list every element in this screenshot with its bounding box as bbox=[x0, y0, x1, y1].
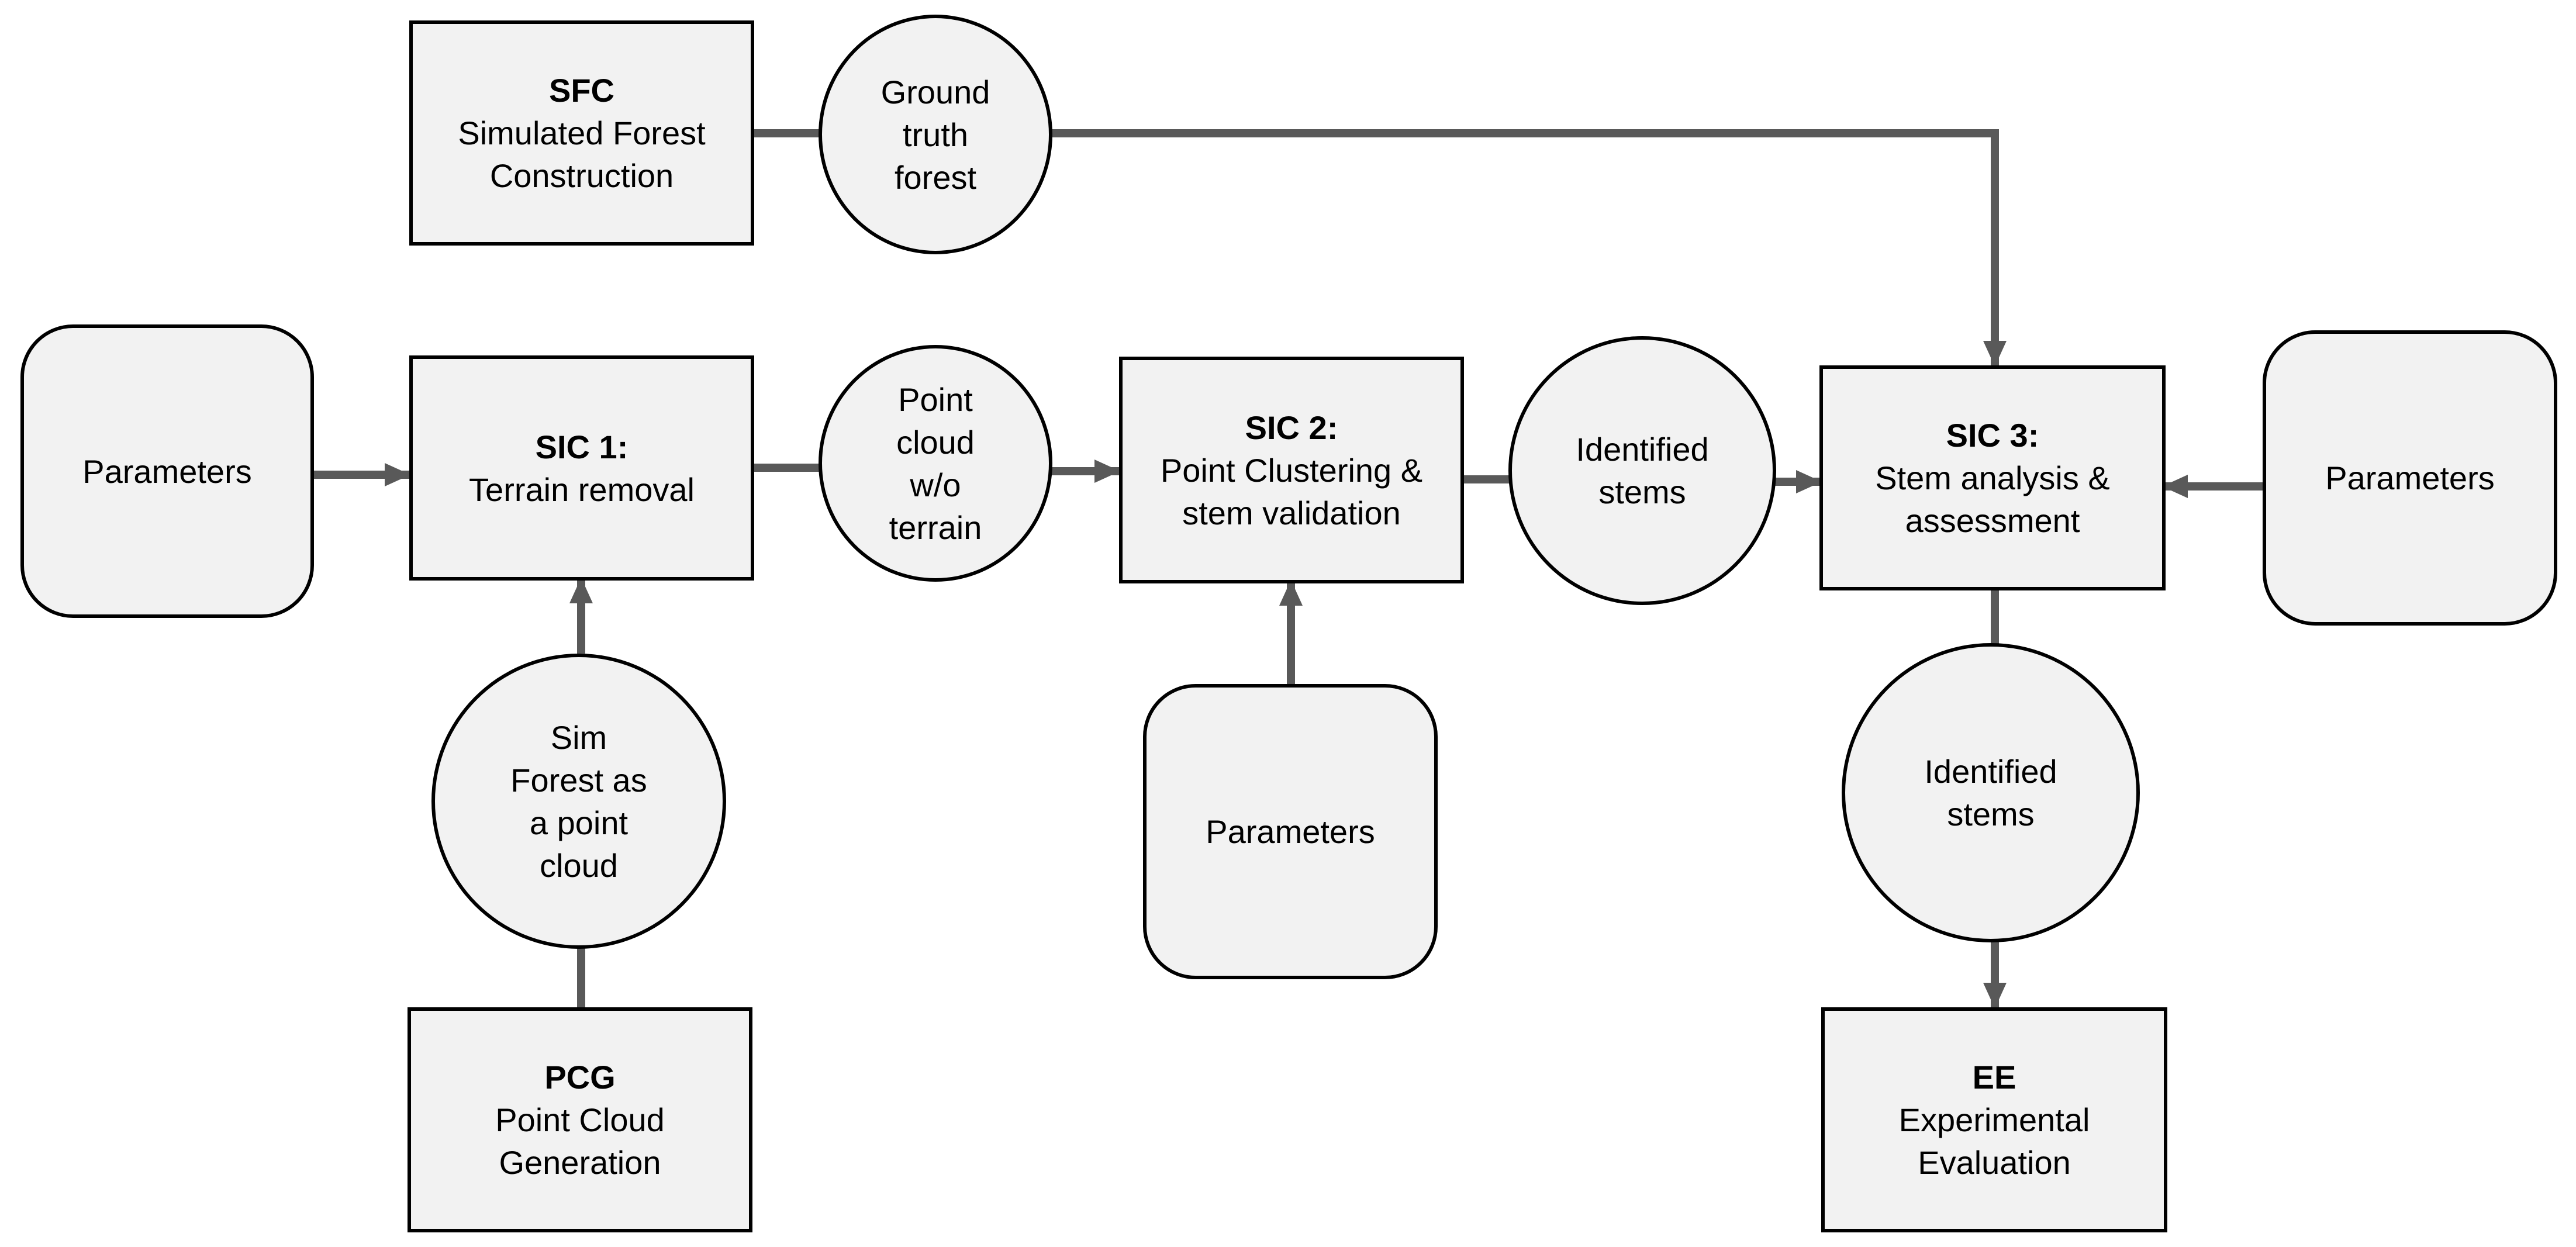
point-cloud-line2: cloud bbox=[896, 423, 975, 461]
sim-forest-line4: cloud bbox=[540, 847, 618, 884]
sic1-box: SIC 1: Terrain removal bbox=[409, 355, 754, 581]
sim-forest-circle: Sim Forest as a point cloud bbox=[431, 654, 726, 949]
sim-forest-line1: Sim bbox=[550, 719, 607, 756]
parameters-right-label: Parameters bbox=[2325, 460, 2495, 496]
sfc-line2: Construction bbox=[489, 157, 674, 194]
sic2-box: SIC 2: Point Clustering & stem validatio… bbox=[1119, 357, 1464, 583]
sic3-line1: Stem analysis & bbox=[1875, 460, 2110, 496]
identified-stems-circle-2: Identified stems bbox=[1842, 643, 2140, 942]
sfc-abbr: SFC bbox=[549, 72, 614, 109]
sic2-line2: stem validation bbox=[1182, 494, 1401, 531]
identified-stems-circle-1: Identified stems bbox=[1508, 336, 1776, 605]
sic2-line1: Point Clustering & bbox=[1160, 451, 1423, 489]
parameters-left-box: Parameters bbox=[20, 324, 314, 618]
ground-truth-line1: Ground bbox=[880, 73, 990, 110]
identified-stems-1-line1: Identified bbox=[1576, 431, 1709, 468]
sim-forest-line2: Forest as bbox=[510, 761, 647, 799]
pcg-line2: Generation bbox=[499, 1144, 661, 1181]
pcg-box: PCG Point Cloud Generation bbox=[408, 1007, 752, 1232]
pcg-line1: Point Cloud bbox=[495, 1101, 665, 1138]
parameters-mid-box: Parameters bbox=[1143, 684, 1438, 979]
sfc-box: SFC Simulated Forest Construction bbox=[409, 20, 754, 246]
sic3-abbr: SIC 3: bbox=[1946, 417, 2039, 454]
sic3-box: SIC 3: Stem analysis & assessment bbox=[1819, 365, 2166, 590]
ee-line2: Evaluation bbox=[1918, 1144, 2071, 1181]
sic1-line1: Terrain removal bbox=[469, 471, 695, 508]
sic1-abbr: SIC 1: bbox=[535, 428, 629, 465]
sic2-abbr: SIC 2: bbox=[1245, 409, 1338, 446]
parameters-left-label: Parameters bbox=[82, 452, 252, 490]
ground-truth-line3: forest bbox=[894, 158, 977, 196]
identified-stems-1-line2: stems bbox=[1598, 474, 1686, 510]
parameters-mid-label: Parameters bbox=[1206, 813, 1375, 850]
sfc-line1: Simulated Forest bbox=[458, 115, 706, 151]
point-cloud-line1: Point bbox=[898, 381, 973, 418]
point-cloud-line4: terrain bbox=[889, 509, 982, 546]
point-cloud-line3: w/o bbox=[910, 466, 961, 503]
sic3-line2: assessment bbox=[1905, 502, 2080, 539]
pcg-abbr: PCG bbox=[544, 1059, 616, 1096]
ee-abbr: EE bbox=[1972, 1059, 2016, 1096]
point-cloud-no-terrain-circle: Point cloud w/o terrain bbox=[819, 345, 1052, 582]
parameters-right-box: Parameters bbox=[2263, 330, 2557, 626]
ground-truth-line2: truth bbox=[902, 116, 969, 153]
ee-box: EE Experimental Evaluation bbox=[1821, 1007, 2167, 1232]
identified-stems-2-line1: Identified bbox=[1924, 753, 2057, 790]
sim-forest-line3: a point bbox=[529, 804, 629, 841]
ground-truth-circle: Ground truth forest bbox=[819, 15, 1052, 254]
connector-ground-truth-to-sic3 bbox=[1050, 129, 2007, 367]
ee-line1: Experimental bbox=[1898, 1101, 2090, 1138]
identified-stems-2-line2: stems bbox=[1947, 796, 2035, 833]
